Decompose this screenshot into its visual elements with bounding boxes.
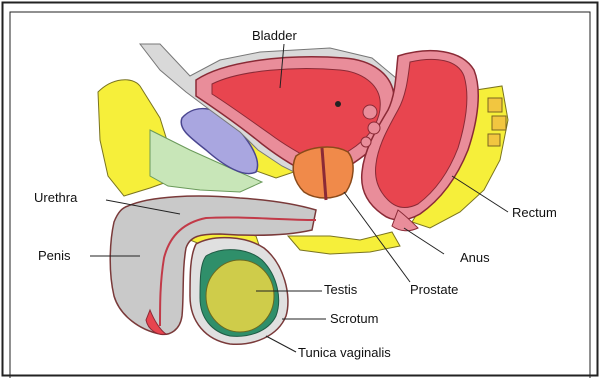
coccyx-segment-2 bbox=[492, 116, 506, 130]
label-rectum: Rectum bbox=[512, 205, 557, 220]
label-scrotum: Scrotum bbox=[330, 311, 378, 326]
seminal-vesicle-3 bbox=[361, 137, 371, 147]
label-urethra: Urethra bbox=[34, 190, 78, 205]
seminal-vesicle-2 bbox=[368, 122, 380, 134]
label-testis: Testis bbox=[324, 282, 358, 297]
coccyx-segment-1 bbox=[488, 98, 502, 112]
testis-body bbox=[206, 260, 274, 332]
label-prostate: Prostate bbox=[410, 282, 458, 297]
label-tunica-vaginalis: Tunica vaginalis bbox=[298, 345, 391, 360]
leader-tunica bbox=[266, 336, 296, 352]
label-bladder: Bladder bbox=[252, 28, 297, 43]
coccyx-segment-3 bbox=[488, 134, 500, 146]
label-penis: Penis bbox=[38, 248, 71, 263]
fat-tissue-lower bbox=[288, 232, 400, 254]
label-anus: Anus bbox=[460, 250, 490, 265]
leader-anus bbox=[404, 228, 444, 254]
seminal-vesicle-1 bbox=[363, 105, 377, 119]
ureter-opening bbox=[335, 101, 341, 107]
